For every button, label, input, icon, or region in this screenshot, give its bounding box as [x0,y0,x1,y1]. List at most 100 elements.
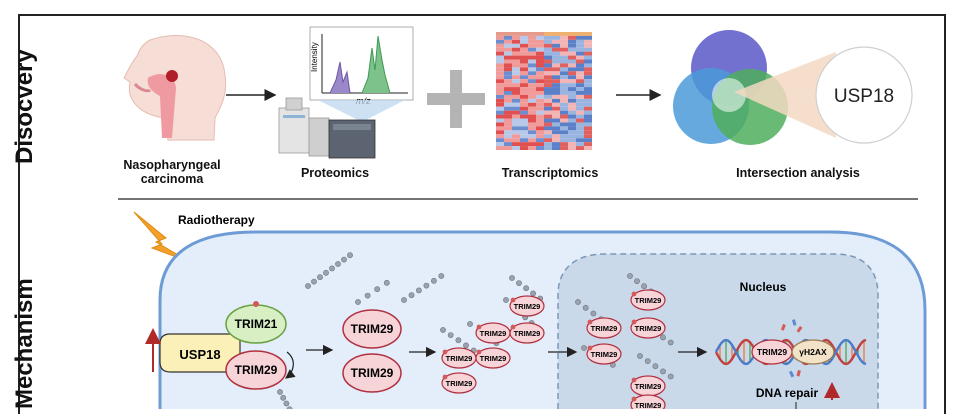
trim29-small-label: TRIM29 [635,296,662,305]
trim21-label: TRIM21 [235,317,278,331]
heatmap-cell [512,63,520,68]
heatmap-cell [536,94,544,99]
heatmap-cell [584,130,592,135]
heatmap-cell [568,67,576,72]
ubiquitin-bead [652,363,659,370]
heatmap-cell [496,138,504,143]
heatmap-cell [536,75,544,80]
heatmap-cell [496,47,504,52]
heatmap-cell [536,39,544,44]
heatmap-cell [496,98,504,103]
ubiquitin-bead [277,389,283,395]
heatmap-cell [504,94,512,99]
heatmap-cell [544,51,552,56]
heatmap-cell [496,67,504,72]
ubiquitin-mark [510,297,516,303]
heatmap-cell [584,59,592,64]
ubiquitin-bead [408,292,415,299]
heatmap-cell [520,35,528,40]
heatmap-cell [536,83,544,88]
heatmap-cell [584,79,592,84]
heatmap-cell [544,118,552,123]
heatmap-cell [576,102,584,107]
heatmap-cell [560,94,568,99]
heatmap-cell [536,55,544,60]
heatmap-cell [560,71,568,76]
heatmap-cell [544,102,552,107]
heatmap-cell [496,55,504,60]
heatmap-cell [568,106,576,111]
radiotherapy-label: Radiotherapy [178,213,255,227]
ubiquitin-mark [587,319,593,325]
trim29-label-complex: TRIM29 [235,363,278,377]
heatmap-cell [568,63,576,68]
heatmap-cell [568,47,576,52]
heatmap-cell [544,67,552,72]
heatmap-cell [544,138,552,143]
heatmap-cell [504,122,512,127]
heatmap-cell [520,146,528,150]
heatmap-cell [568,98,576,103]
caption-intersection: Intersection analysis [736,166,860,180]
heatmap-cell [504,114,512,119]
heatmap-cell [496,43,504,48]
heatmap-cell [512,79,520,84]
ubiquitin-bead [323,269,329,276]
dna-damage-fragments [780,319,803,378]
heatmap-cell [544,126,552,131]
heatmap-cell [584,35,592,40]
heatmap-cell [560,67,568,72]
ubiquitin-bead [374,286,381,293]
heatmap-cell [560,118,568,123]
ubiquitin-bead [467,321,473,327]
heatmap-cell [576,43,584,48]
heatmap-cell [552,94,560,99]
heatmap-cell [520,91,528,95]
heatmap-cell [536,63,544,68]
heatmap-cell [504,142,512,147]
heatmap-cell [568,94,576,99]
heatmap-cell [496,142,504,147]
heatmap-cell [544,122,552,127]
heatmap-cell [568,134,576,139]
heatmap-cell [504,126,512,131]
heatmap-cell [552,75,560,80]
heatmap-cell [552,35,560,40]
trim29-small-label: TRIM29 [480,329,507,338]
heatmap-cell [576,118,584,123]
ubiquitin-bead [311,278,317,285]
ubiquitin-bead [637,353,643,359]
dna-strand-1 [714,338,867,366]
caption-transcriptomics: Transcriptomics [501,166,599,180]
heatmap-cell [520,71,528,76]
heatmap-cell [504,55,512,60]
heatmap-cell [560,134,568,139]
heatmap-cell [584,67,592,72]
heatmap-cell [520,79,528,84]
ubiquitin-mark [587,345,593,351]
heatmap-cell [544,75,552,80]
heatmap-cell [544,94,552,99]
trim29-label-dna: TRIM29 [757,347,788,357]
heatmap-cell [568,114,576,119]
heatmap-cell [528,75,536,80]
heatmap-cell [584,122,592,127]
heatmap-cell [568,39,576,44]
heatmap-cell [568,138,576,143]
heatmap-cell [536,87,544,91]
heatmap-cell [536,91,544,95]
heatmap-cell [576,122,584,127]
heatmap-cell [520,67,528,72]
heatmap-cell [544,63,552,68]
heatmap-cell [536,122,544,127]
heatmap-cell [544,87,552,91]
trim29-label-large-1: TRIM29 [351,322,394,336]
heatmap-cell [560,59,568,64]
heatmap-cell [512,118,520,123]
ubiquitin-mark [510,324,516,330]
heatmap-cell [544,39,552,44]
heatmap-cell [496,83,504,88]
trim29-small-label: TRIM29 [514,329,541,338]
heatmap-cell [512,94,520,99]
ubiquitin-bead [280,394,287,401]
